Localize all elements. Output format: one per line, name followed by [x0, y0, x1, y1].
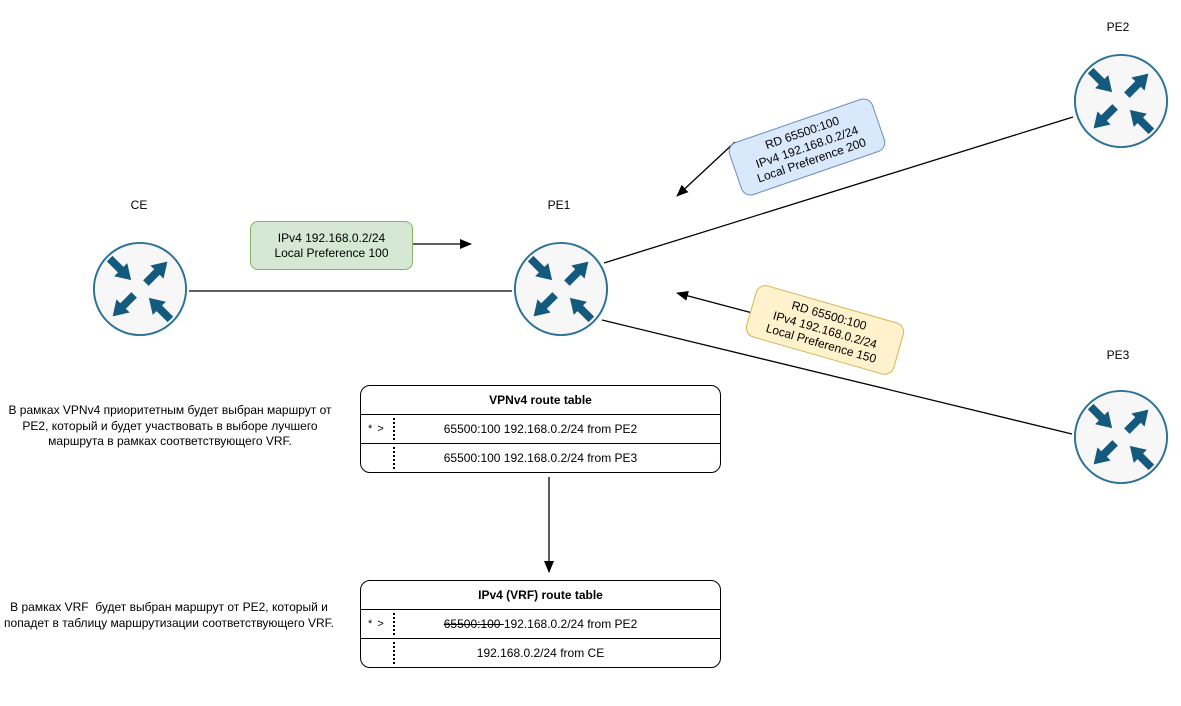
- dotted-column-divider: [393, 642, 395, 664]
- best-route-marker: * >: [368, 423, 385, 435]
- table-row: * > 65500:100 192.168.0.2/24 from PE2: [361, 610, 720, 638]
- arrow-pe2-advertise: [676, 141, 736, 197]
- table-row: 192.168.0.2/24 from CE: [361, 638, 720, 667]
- router-ce-label: CE: [130, 198, 148, 212]
- router-pe2-label: PE2: [1106, 20, 1130, 34]
- router-pe1: [512, 240, 610, 338]
- route-entry: 65500:100 192.168.0.2/24 from PE2: [444, 617, 638, 631]
- route-entry: 65500:100 192.168.0.2/24 from PE3: [443, 451, 638, 465]
- router-pe3: [1072, 388, 1170, 486]
- router-pe3-label: PE3: [1106, 348, 1130, 362]
- vrf-route-table: IPv4 (VRF) route table * > 65500:100 192…: [360, 580, 721, 668]
- vpnv4-selection-note: В рамках VPNv4 приоритетным будет выбран…: [8, 403, 335, 448]
- vrf-selection-note: В рамках VRF будет выбран маршрут от PE2…: [4, 600, 334, 630]
- dotted-column-divider: [393, 418, 395, 440]
- vpnv4-table-title: VPNv4 route table: [361, 386, 720, 415]
- vpnv4-route-table: VPNv4 route table * > 65500:100 192.168.…: [360, 385, 721, 473]
- link-pe1-pe2: [603, 116, 1074, 264]
- arrow-pe3-advertise: [676, 290, 761, 316]
- dotted-column-divider: [393, 613, 395, 635]
- router-ce: [91, 240, 189, 338]
- route-label-ce-to-pe1: IPv4 192.168.0.2/24 Local Preference 100: [250, 221, 413, 270]
- table-row: * > 65500:100 192.168.0.2/24 from PE2: [361, 415, 720, 443]
- route-entry-text: 192.168.0.2/24 from PE2: [503, 617, 638, 631]
- struck-route-distinguisher: 65500:100: [443, 617, 504, 631]
- route-entry: 192.168.0.2/24 from CE: [476, 646, 605, 660]
- route-entry: 65500:100 192.168.0.2/24 from PE2: [443, 422, 638, 436]
- best-route-marker: * >: [368, 618, 385, 630]
- router-pe2: [1072, 52, 1170, 150]
- link-pe1-pe3: [601, 319, 1073, 435]
- dotted-column-divider: [393, 447, 395, 469]
- route-label-line: Local Preference 100: [274, 245, 389, 260]
- table-row: 65500:100 192.168.0.2/24 from PE3: [361, 443, 720, 472]
- vrf-table-title: IPv4 (VRF) route table: [361, 581, 720, 610]
- route-label-line: IPv4 192.168.0.2/24: [277, 231, 386, 245]
- router-pe1-label: PE1: [547, 198, 571, 212]
